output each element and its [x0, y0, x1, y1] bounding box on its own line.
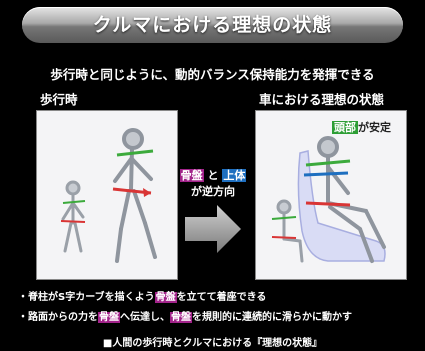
note-line-1: ・脊柱がS字カーブを描くよう骨盤を立てて着座できる	[18, 288, 266, 303]
subtitle: 歩行時と同じように、動的バランス保持能力を発揮できる	[50, 67, 375, 82]
pelvis-highlight: 骨盤	[179, 169, 204, 182]
figure-caption: ■人間の歩行時とクルマにおける『理想の状態』	[102, 338, 323, 349]
note2-text-c: を規則的に連続的に滑らかに動かす	[192, 312, 352, 323]
note2-text-b: へ伝達し、	[120, 312, 170, 323]
walking-figure-panel	[36, 110, 178, 280]
upper-body-highlight: 上体	[222, 169, 247, 182]
head-stable-tag: 頭部が安定	[332, 119, 391, 135]
seated-skeleton-illustration	[271, 136, 386, 263]
right-arrow-icon	[183, 203, 243, 255]
note-line-2: ・路面からの力を骨盤へ伝達し、骨盤を規則的に連続的に滑らかに動かす	[18, 308, 352, 323]
walking-skeleton-illustration	[60, 128, 157, 263]
banner-title: クルマにおける理想の状態	[92, 14, 333, 36]
opposite-direction-text: 骨盤 と 上体 が逆方向	[176, 167, 250, 199]
note1-pelvis-highlight: 骨盤	[154, 292, 177, 303]
and-text: と	[207, 169, 219, 182]
stable-text: が安定	[358, 121, 391, 134]
note2-pelvis-highlight-2: 骨盤	[170, 312, 192, 323]
opposite-direction-line: が逆方向	[191, 185, 235, 198]
note2-pelvis-highlight-1: 骨盤	[98, 312, 120, 323]
title-banner	[22, 7, 403, 43]
head-highlight: 頭部	[332, 121, 358, 134]
car-ideal-label: 車における理想の状態	[259, 92, 385, 107]
note1-text-b: を立てて着座できる	[176, 292, 267, 303]
seated-figure-panel: 頭部が安定	[255, 110, 407, 280]
note2-text-a: ・路面からの力を	[18, 312, 98, 323]
walking-label: 歩行時	[40, 92, 78, 107]
note1-text-a: ・脊柱がS字カーブを描くよう	[18, 292, 155, 303]
